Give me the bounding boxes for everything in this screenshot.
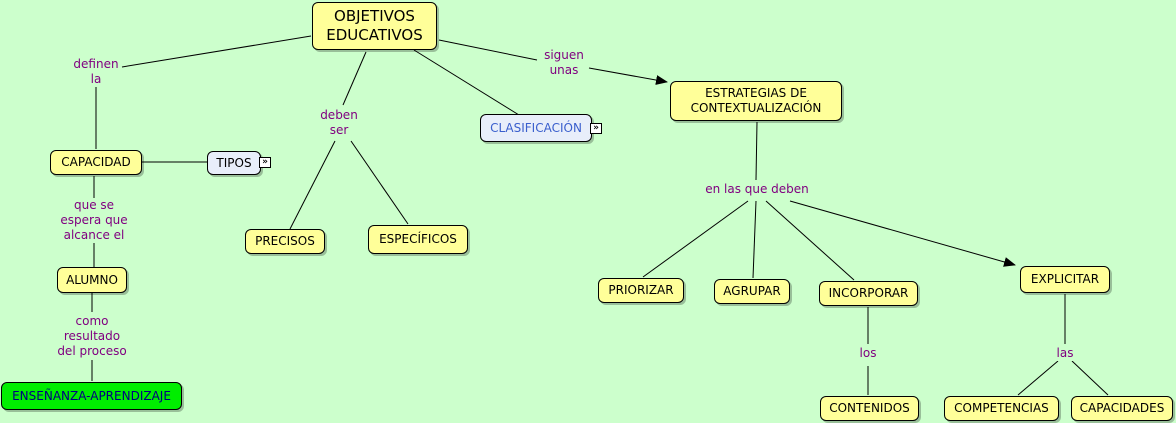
connector-line xyxy=(588,67,668,85)
node-label: PRIORIZAR xyxy=(608,283,674,297)
link-label-siguen: siguen unas xyxy=(542,48,586,78)
node-label: EXPLICITAR xyxy=(1030,272,1100,286)
node-competencias[interactable]: COMPETENCIAS xyxy=(944,396,1059,421)
node-label: ALUMNO xyxy=(66,272,118,287)
node-label: ENSEÑANZA-APRENDIZAJE xyxy=(12,388,171,403)
node-label: COMPETENCIAS xyxy=(954,401,1049,415)
connector-line xyxy=(755,121,758,181)
connector-line xyxy=(438,39,538,61)
connector-line xyxy=(289,140,336,230)
node-capacidades[interactable]: CAPACIDADES xyxy=(1071,396,1173,421)
node-clasificacion[interactable]: CLASIFICACIÓN xyxy=(480,114,592,142)
node-contenidos[interactable]: CONTENIDOS xyxy=(820,396,919,421)
expand-tipos-icon[interactable]: » xyxy=(259,157,271,168)
link-label-las: las xyxy=(1056,346,1074,361)
node-label: ESTRATEGIAS DE CONTEXTUALIZACIÓN xyxy=(690,86,822,115)
node-alumno[interactable]: ALUMNO xyxy=(57,267,127,293)
node-label: CAPACIDAD xyxy=(61,155,131,169)
node-explicitar[interactable]: EXPLICITAR xyxy=(1020,266,1110,293)
node-label: OBJETIVOS EDUCATIVOS xyxy=(326,7,423,44)
expand-clasificacion-icon[interactable]: » xyxy=(590,123,602,134)
connector-line xyxy=(342,51,367,106)
node-label: TIPOS xyxy=(216,155,252,170)
node-tipos[interactable]: TIPOS xyxy=(207,151,261,175)
node-label: INCORPORAR xyxy=(828,286,909,300)
link-label-en-las-que: en las que deben xyxy=(705,182,809,197)
node-ensenanza-aprendizaje[interactable]: ENSEÑANZA-APRENDIZAJE xyxy=(1,382,182,410)
node-objetivos-educativos[interactable]: OBJETIVOS EDUCATIVOS xyxy=(312,2,437,50)
link-label-los: los xyxy=(859,346,877,361)
node-precisos[interactable]: PRECISOS xyxy=(245,229,325,254)
node-label: CLASIFICACIÓN xyxy=(490,120,582,135)
link-label-como-resultado: como resultado del proceso xyxy=(54,314,130,359)
node-capacidad[interactable]: CAPACIDAD xyxy=(50,150,142,175)
connector-line xyxy=(121,35,312,68)
node-priorizar[interactable]: PRIORIZAR xyxy=(598,278,684,303)
link-label-definen: definen la xyxy=(73,57,119,87)
node-label: AGRUPAR xyxy=(723,284,781,298)
connector-line xyxy=(413,49,520,116)
node-estrategias[interactable]: ESTRATEGIAS DE CONTEXTUALIZACIÓN xyxy=(670,81,842,121)
node-incorporar[interactable]: INCORPORAR xyxy=(819,281,918,306)
connector-line xyxy=(789,200,1016,267)
connector-line xyxy=(642,200,749,278)
node-label: CONTENIDOS xyxy=(829,401,910,415)
link-label-que-se-espera: que se espera que alcance el xyxy=(52,198,136,243)
node-agrupar[interactable]: AGRUPAR xyxy=(714,279,790,304)
node-label: PRECISOS xyxy=(255,234,315,248)
connector-line xyxy=(1071,360,1109,396)
connector-line xyxy=(1017,360,1059,396)
link-label-deben-ser: deben ser xyxy=(319,108,359,138)
node-label: CAPACIDADES xyxy=(1079,401,1165,415)
connector-line xyxy=(350,140,409,225)
node-especificos[interactable]: ESPECÍFICOS xyxy=(368,225,468,254)
connector-line xyxy=(752,200,757,279)
node-label: ESPECÍFICOS xyxy=(379,232,457,246)
connector-line xyxy=(765,200,855,281)
